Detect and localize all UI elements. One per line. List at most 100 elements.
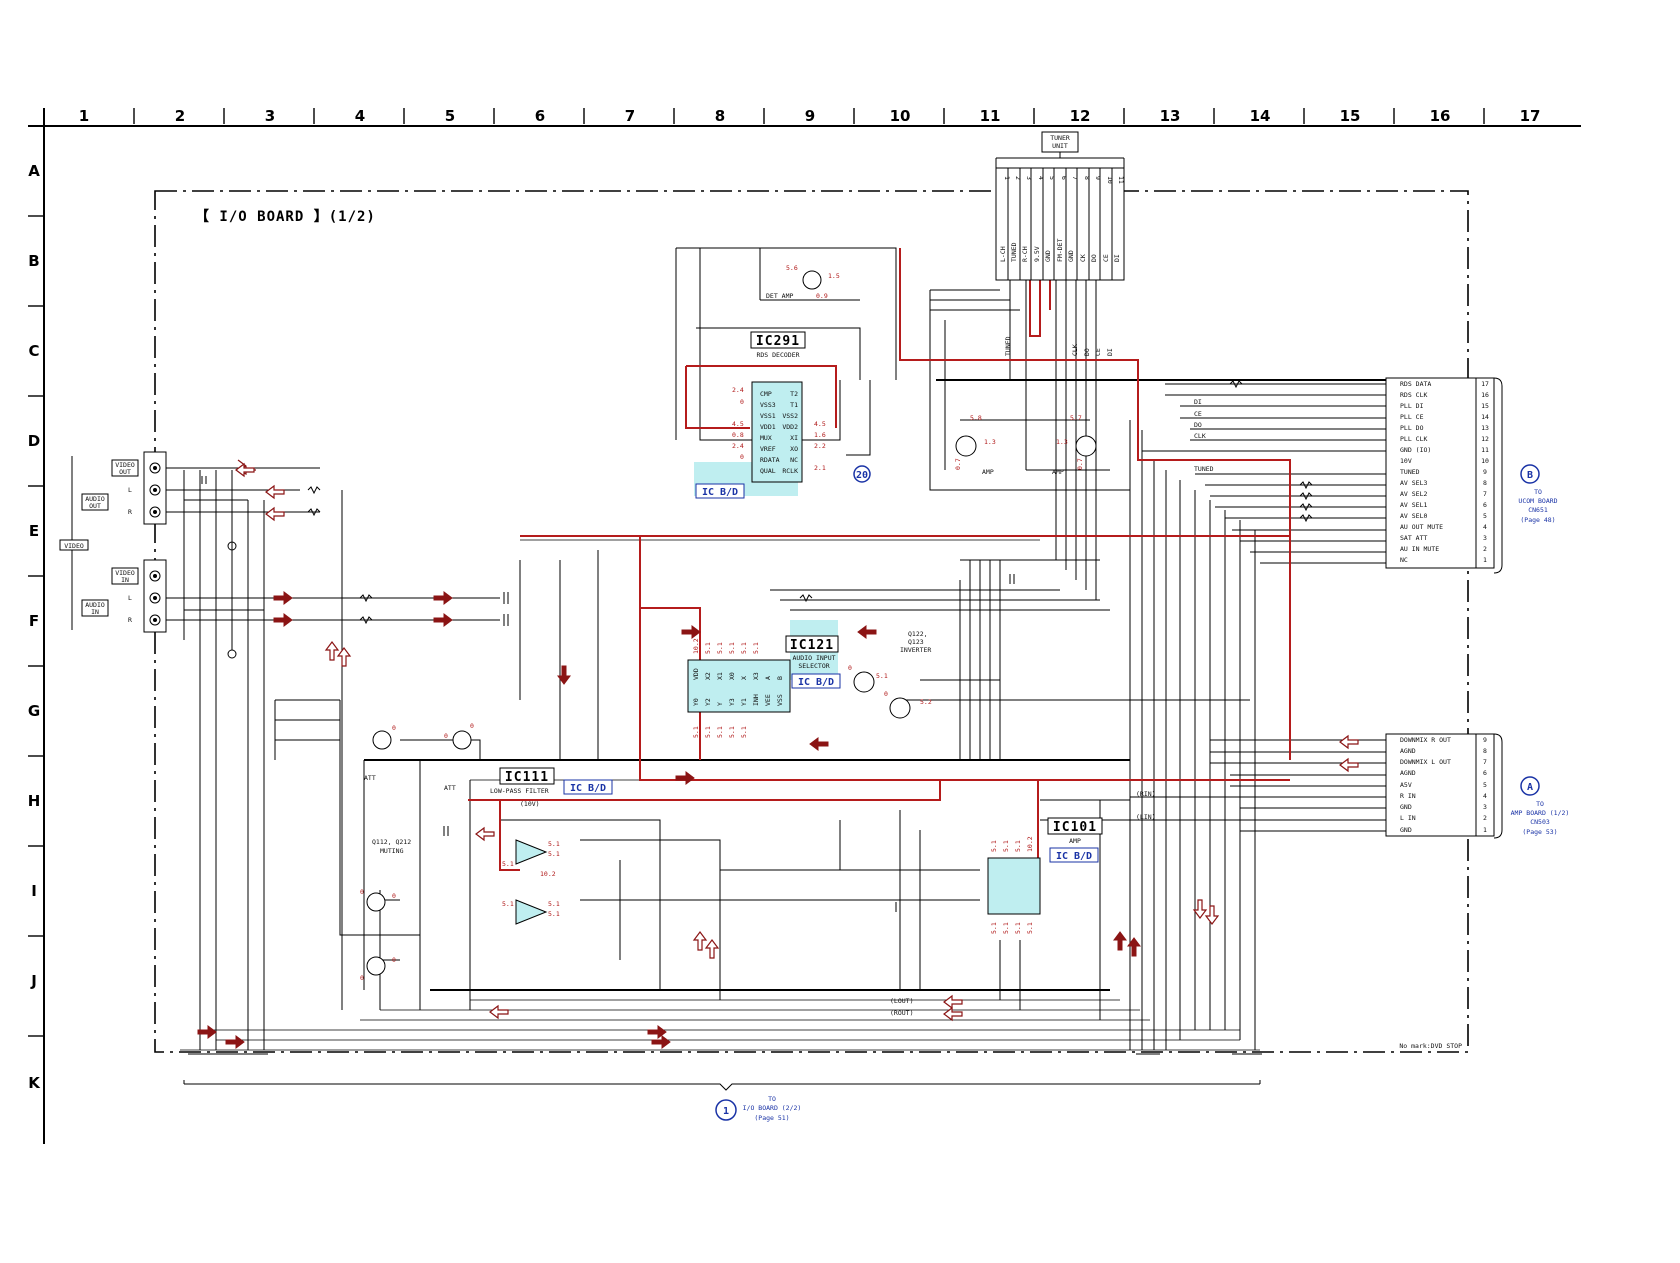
voltage: 5.1	[704, 642, 712, 654]
bus-label: DO	[1194, 421, 1202, 429]
cn-a-to: TO	[1536, 800, 1544, 808]
ic101-desc: AMP	[1069, 837, 1081, 845]
tuner-wire-label: TUNED	[1004, 336, 1012, 356]
bottom-badge: 1	[723, 1106, 729, 1117]
col-label: 10	[890, 107, 911, 125]
muting-label: MUTING	[380, 847, 404, 855]
tuner-signal: GND	[1044, 250, 1052, 262]
ic111: IC111 LOW-PASS FILTER IC B/D 5.1 5.1 5.1…	[490, 767, 613, 925]
cn-a-signal: DOWNMIX L OUT	[1400, 758, 1451, 766]
voltage: 5.1	[548, 910, 560, 918]
cn-b-cn: CN651	[1528, 506, 1548, 514]
row-label: J	[30, 972, 37, 990]
voltage: 5.1	[716, 642, 724, 654]
transistors	[366, 270, 1097, 976]
jack-label: OUT	[89, 502, 101, 510]
cn-b-badge: B	[1527, 470, 1533, 481]
bus-label: (RIN)	[1136, 790, 1156, 798]
cn-b-signal: AV SEL1	[1400, 501, 1427, 509]
board-title: 【 I/O BOARD 】(1/2)	[195, 209, 376, 225]
ic101-name: IC101	[1053, 820, 1097, 835]
ic111-opamp-b	[515, 899, 548, 925]
tuner-pin: 3	[1025, 176, 1033, 180]
ic121-pin-label: X0	[728, 672, 736, 680]
ic101-tag: IC B/D	[1056, 851, 1092, 862]
ic291-pin-label: VSS1	[760, 412, 776, 420]
tuner-pin: 8	[1083, 176, 1091, 180]
ic121-pin-label: Y3	[728, 698, 736, 706]
tuner-wire-label: CE	[1094, 348, 1102, 356]
voltage: 0	[392, 892, 396, 900]
ic121-body	[687, 659, 791, 713]
row-label: H	[28, 792, 41, 810]
tuner-connector	[995, 167, 1125, 281]
col-label: 7	[625, 107, 635, 125]
col-label: 3	[265, 107, 275, 125]
ic121-pin-label: Y0	[692, 698, 700, 706]
tuner-signal: CE	[1102, 254, 1110, 262]
cn-b-pin: 9	[1483, 468, 1487, 476]
ic121-pin-label: X	[740, 676, 748, 680]
cn-b-signal: 10V	[1400, 457, 1412, 465]
col-label: 6	[535, 107, 545, 125]
cn-a-pin: 7	[1483, 758, 1487, 766]
att-label: ATT	[444, 784, 456, 792]
ic291-tag: IC B/D	[702, 487, 738, 498]
att-label: ATT	[364, 774, 376, 782]
cn-b-pin: 14	[1481, 413, 1489, 421]
voltage: 4.5	[814, 420, 826, 428]
bus-label: (ROUT)	[890, 1009, 913, 1017]
bottom-reference: 1 TO I/O BOARD (2/2) (Page 51) No mark:D…	[715, 1042, 1462, 1122]
bus-label: TUNED	[1194, 465, 1214, 473]
tuner-wire-label: DO	[1083, 348, 1091, 356]
jack-l: L	[128, 594, 132, 602]
voltage: 0	[884, 690, 888, 698]
voltage: 1.3	[1056, 438, 1068, 446]
ic291-body	[751, 381, 803, 483]
jack-r: R	[128, 616, 132, 624]
cn-a-signal: A5V	[1400, 781, 1412, 789]
voltage: 10.2	[540, 870, 556, 878]
ic291-pin-label: RCLK	[782, 467, 798, 475]
ic291-pin-label: VDD2	[782, 423, 798, 431]
q122-label: INVERTER	[900, 646, 931, 654]
col-label: 11	[980, 107, 1001, 125]
cn-b-pin: 5	[1483, 512, 1487, 520]
ic121-pin-label: VDD	[692, 668, 700, 680]
ic291-pin-label: VDD1	[760, 423, 776, 431]
ic121: IC121 AUDIO INPUT SELECTOR IC B/D VDD X2…	[687, 620, 841, 738]
ic101-body	[987, 857, 1041, 915]
col-label: 13	[1160, 107, 1181, 125]
voltage: 5.8	[970, 414, 982, 422]
tuner-signal: DO	[1090, 254, 1098, 262]
ic291-pin-label: VSS3	[760, 401, 776, 409]
ic291-pin-label: NC	[790, 456, 798, 464]
tuner-signal: R-CH	[1021, 246, 1029, 262]
bus-label: (LOUT)	[890, 997, 913, 1005]
marker-20: 20	[856, 470, 868, 481]
voltage: 5.1	[728, 726, 736, 738]
voltage: 5.2	[920, 698, 932, 706]
voltage: 5.1	[548, 900, 560, 908]
cn-b-pin: 16	[1481, 391, 1489, 399]
bus-label: (LIN)	[1136, 813, 1156, 821]
ic291-pin-label: T1	[790, 401, 798, 409]
voltage: 5.1	[692, 726, 700, 738]
cn-b-signal: PLL CE	[1400, 413, 1424, 421]
voltage: 0.9	[816, 292, 828, 300]
jacks: VIDEO OUT AUDIO OUT L R VIDEO VIDEO IN A…	[59, 451, 237, 659]
cn-b-to: TO	[1534, 488, 1542, 496]
tuner-signal: L-CH	[999, 246, 1007, 262]
voltage: 5.1	[502, 900, 514, 908]
voltage: 5.1	[1014, 922, 1022, 934]
ic121-desc: AUDIO INPUT	[792, 654, 835, 662]
cn-b-pin: 7	[1483, 490, 1487, 498]
tuner-pin-text: 1 2 3 4 5 6 7 8 9 10 11 L-CH TUNED R-CH …	[999, 176, 1125, 356]
ic121-desc: SELECTOR	[798, 662, 829, 670]
cn-a-pin: 5	[1483, 781, 1487, 789]
tuner-pin: 10	[1106, 176, 1114, 184]
q122-label: Q123	[908, 638, 924, 646]
voltage: 0.8	[732, 431, 744, 439]
col-label: 4	[355, 107, 365, 125]
voltage: 5.1	[548, 840, 560, 848]
